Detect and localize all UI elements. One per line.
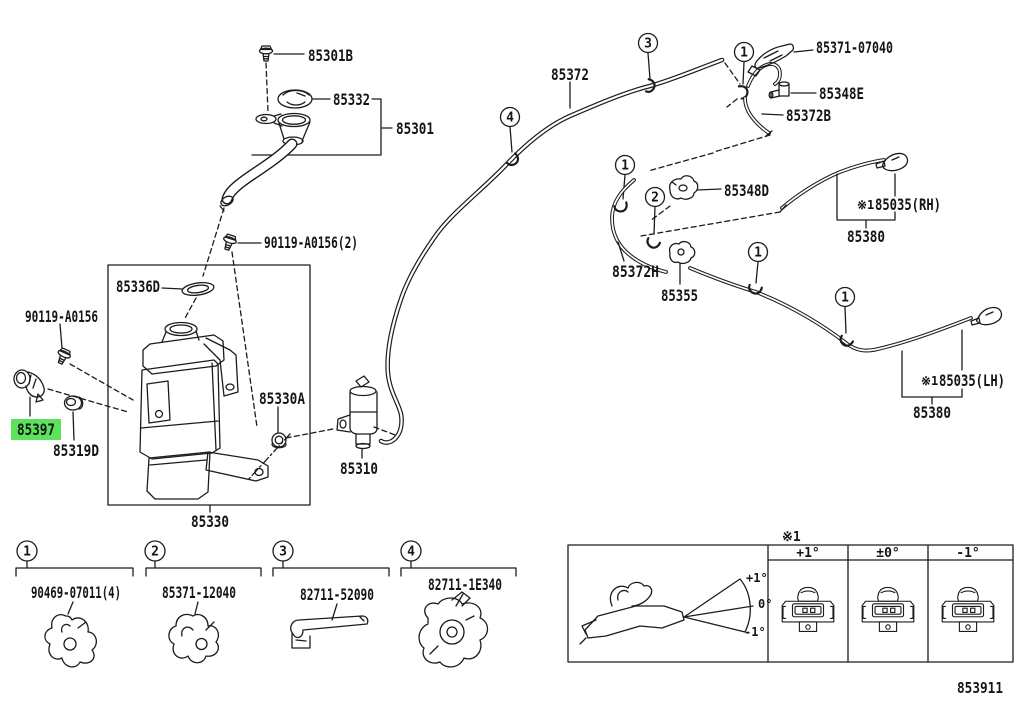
label-85330[interactable]: 85330 [191, 512, 229, 531]
hose-85372-drawing [378, 57, 741, 445]
label-85301[interactable]: 85301 [396, 119, 434, 138]
label-85355[interactable]: 85355 [661, 286, 698, 305]
label-85332[interactable]: 85332 [333, 90, 370, 109]
label-90119-a0156[interactable]: 90119-A0156 [25, 307, 98, 326]
reservoir-assembly-drawing [107, 264, 399, 513]
fan-label-zero: 0° [758, 597, 772, 611]
nozzle-angle-table: ※1 +1° ±0° -1° +1° 0° -1° [567, 530, 1014, 663]
label-82711-1e340[interactable]: 82711-1E340 [428, 575, 502, 594]
svg-text:2: 2 [151, 545, 159, 560]
label-85372h[interactable]: 85372H [612, 262, 659, 281]
nozzle-side-view-drawing [579, 578, 754, 645]
callout-1-lower-right: 1 [841, 291, 849, 306]
fan-label-minus1: -1° [744, 625, 766, 639]
cowl-hose-assembly-drawing: 1 [647, 41, 817, 172]
label-85371-07040[interactable]: 85371-07040 [816, 38, 893, 57]
label-85348d[interactable]: 85348D [724, 181, 769, 200]
label-85319d[interactable]: 85319D [53, 441, 99, 460]
mid-hose-assembly-drawing: 1 2 [610, 154, 781, 285]
label-ref-note-lh: ※1 [921, 374, 938, 388]
screw-90119-upper-drawing [220, 232, 262, 428]
svg-text:4: 4 [506, 111, 514, 126]
label-85330a[interactable]: 85330A [259, 389, 305, 408]
screw-90119-left-drawing [53, 323, 134, 401]
svg-text:3: 3 [279, 545, 287, 560]
legend-group-1: 1 90469-07011(4) [15, 540, 134, 668]
callout-3: 3 [637, 32, 659, 80]
callout-1-lower-mid: 1 [754, 246, 762, 261]
label-85380-rh[interactable]: 85380 [847, 227, 885, 246]
callout-1-mid: 1 [621, 159, 629, 174]
highlight-85397 [11, 419, 61, 440]
svg-text:4: 4 [407, 545, 415, 560]
nozzle-front-plus1 [781, 586, 835, 632]
fan-label-plus1: +1° [746, 571, 768, 585]
label-85397-selected[interactable]: 85397 [17, 420, 55, 439]
callout-4: 4 [499, 106, 521, 153]
washer-valve-85397-drawing [13, 369, 129, 417]
label-85035-lh[interactable]: 85035(LH) [939, 371, 1005, 390]
label-90119-a0156-2[interactable]: 90119-A0156(2) [264, 233, 358, 252]
table-col-zero: ±0° [876, 546, 899, 561]
washer-pump-drawing [336, 375, 378, 459]
callout-2: 2 [651, 191, 659, 206]
label-85371-12040[interactable]: 85371-12040 [162, 583, 236, 602]
label-85372[interactable]: 85372 [551, 65, 589, 84]
table-col-minus1: -1° [956, 546, 979, 561]
legend-group-2: 2 85371-12040 [144, 540, 262, 664]
label-85348e[interactable]: 85348E [819, 84, 864, 103]
legend-group-4: 4 82711-1E340 [400, 540, 517, 668]
label-90469-07011[interactable]: 90469-07011(4) [31, 583, 121, 602]
svg-text:3: 3 [644, 37, 652, 52]
label-85035-rh[interactable]: 85035(RH) [875, 195, 941, 214]
label-85301b[interactable]: 85301B [308, 46, 353, 65]
legend-group-3: 3 82711-52090 [272, 540, 390, 649]
grommet-85319d-drawing [63, 395, 84, 441]
diagram-code: 853911 [957, 679, 1003, 697]
callout-1-top: 1 [740, 46, 748, 61]
rh-washer-hose-drawing [779, 152, 909, 229]
label-85310[interactable]: 85310 [340, 459, 378, 478]
lh-washer-hose-drawing: 1 1 [688, 241, 1003, 405]
table-note: ※1 [782, 530, 801, 545]
label-85380-lh[interactable]: 85380 [913, 403, 951, 422]
table-col-plus1: +1° [796, 546, 819, 561]
filler-neck-assembly-drawing [183, 45, 393, 321]
label-85372b[interactable]: 85372B [786, 106, 831, 125]
label-82711-52090[interactable]: 82711-52090 [300, 585, 374, 604]
nozzle-front-zero [861, 586, 915, 632]
label-85336d[interactable]: 85336D [116, 277, 160, 296]
svg-text:1: 1 [23, 545, 31, 560]
label-ref-note-rh: ※1 [857, 198, 874, 212]
nozzle-front-minus1 [941, 586, 995, 632]
